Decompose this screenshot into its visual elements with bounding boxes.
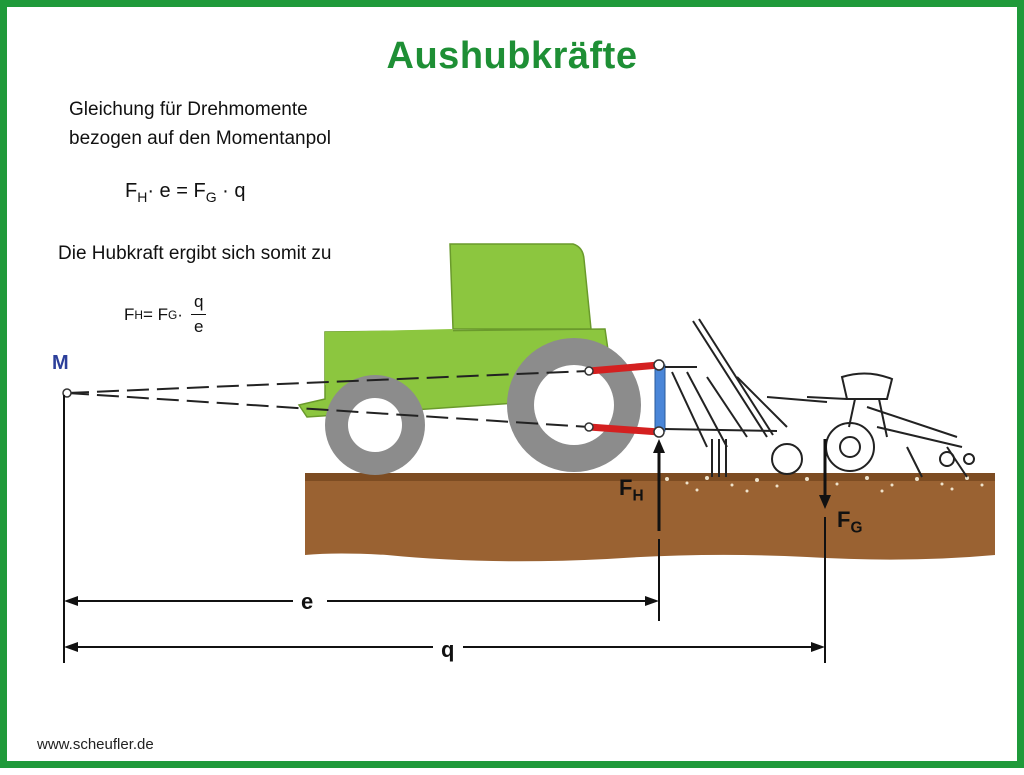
- rear-wheel: [507, 338, 641, 472]
- lower-hitch-point: [653, 426, 665, 438]
- eq2-eq: = F: [142, 304, 169, 324]
- implement-mast: [654, 364, 666, 432]
- label-fh: FH: [619, 475, 644, 505]
- upper-link-arm: [585, 361, 663, 375]
- intro-text: Gleichung für Drehmomente bezogen auf de…: [69, 95, 331, 153]
- fh-arrow: [653, 439, 665, 531]
- label-fg: FG: [837, 507, 862, 537]
- eq1-g-sub: G: [205, 189, 217, 205]
- page-title: Aushubkräfte: [386, 35, 638, 77]
- tractor-diagram: [62, 243, 995, 663]
- eq1-h-sub: H: [137, 189, 148, 205]
- eq1-f: F: [125, 180, 138, 202]
- fg-arrow: [819, 439, 831, 509]
- dimension-e: [64, 596, 659, 606]
- label-fg-main: F: [837, 507, 851, 532]
- label-fh-main: F: [619, 475, 633, 500]
- intro-line-1: Gleichung für Drehmomente: [69, 99, 308, 120]
- eq1-end: · q: [216, 180, 246, 202]
- intro-line-2: bezogen auf den Momentanpol: [69, 128, 331, 149]
- soil-surface: [305, 473, 995, 481]
- lower-link-arm: [585, 423, 663, 436]
- fraction: q e: [190, 292, 207, 337]
- label-e: e: [301, 589, 314, 614]
- fraction-denominator: e: [193, 317, 204, 336]
- tractor-hood: [325, 329, 453, 385]
- label-q: q: [441, 637, 455, 662]
- eq2-f: F: [124, 304, 135, 324]
- upper-hitch-point: [653, 359, 665, 371]
- fraction-numerator: q: [190, 292, 207, 315]
- label-fh-sub: H: [632, 487, 644, 505]
- eq2-g-sub: G: [168, 307, 178, 322]
- website-link[interactable]: www.scheufler.de: [37, 736, 154, 753]
- eq1-mid: · e = F: [147, 180, 206, 202]
- dashed-line-lower: [66, 392, 590, 428]
- front-wheel: [325, 375, 425, 475]
- seed-drill-implement: [664, 318, 975, 478]
- tractor-cab: [449, 243, 592, 330]
- eq2-h-sub: H: [134, 307, 143, 322]
- soil-crumbs: [665, 476, 984, 493]
- label-fg-sub: G: [850, 519, 863, 537]
- dashed-line-upper: [66, 370, 590, 394]
- dimension-q: [64, 642, 825, 652]
- hubkraft-text: Die Hubkraft ergibt sich somit zu: [58, 243, 332, 264]
- eq2-dot: ·: [177, 304, 183, 324]
- label-momentanpol: M: [52, 352, 69, 374]
- torque-equation: FH· e = FG · q: [125, 180, 246, 205]
